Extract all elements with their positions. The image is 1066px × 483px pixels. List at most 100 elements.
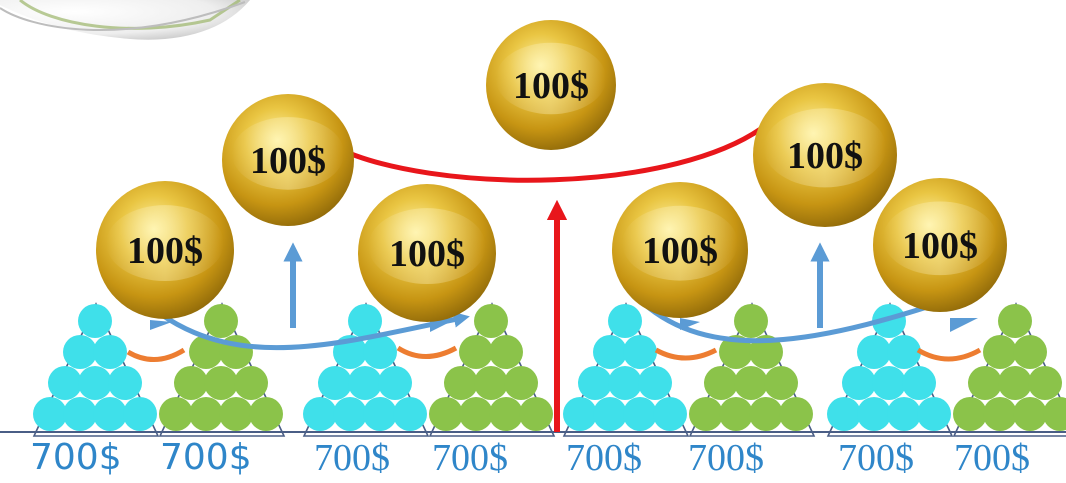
ball-green	[459, 397, 493, 431]
ball-green	[459, 335, 493, 369]
ball-green	[174, 366, 208, 400]
label-700-3: 700$	[314, 437, 390, 479]
coin-shine	[622, 205, 738, 281]
ball-green	[159, 397, 193, 431]
ball-green	[474, 304, 508, 338]
ball-green	[189, 335, 223, 369]
coin-mid-right: 100$	[753, 83, 897, 227]
ball-cyan	[593, 397, 627, 431]
ball-cyan	[638, 366, 672, 400]
ball-green	[474, 366, 508, 400]
pyramid-group-2	[302, 302, 556, 437]
ball-cyan	[593, 335, 627, 369]
orange-arcs	[126, 345, 982, 362]
orange-arc-1	[126, 347, 186, 362]
coin-low-3: 100$	[612, 182, 748, 318]
coin-label: 100$	[250, 140, 326, 182]
pyramid-group-3	[562, 302, 816, 437]
ball-cyan	[303, 397, 337, 431]
coin-shine	[495, 42, 607, 115]
ball-cyan	[393, 397, 427, 431]
ball-green	[719, 335, 753, 369]
label-700-6: 700$	[688, 437, 764, 479]
coin-label: 100$	[127, 230, 203, 272]
ball-green	[983, 335, 1017, 369]
label-700-4: 700$	[432, 437, 508, 479]
ball-cyan	[887, 397, 921, 431]
coin-label: 100$	[642, 230, 718, 272]
ball-green	[219, 397, 253, 431]
ball-cyan	[378, 366, 412, 400]
ball-green	[444, 366, 478, 400]
ball-green	[998, 366, 1032, 400]
pointer-1	[150, 320, 172, 330]
ball-cyan	[842, 366, 876, 400]
ball-cyan	[48, 366, 82, 400]
ball-cyan	[623, 335, 657, 369]
ball-green	[204, 304, 238, 338]
ball-cyan	[63, 397, 97, 431]
ball-cyan	[348, 304, 382, 338]
ball-cyan	[363, 335, 397, 369]
ball-green	[519, 397, 553, 431]
ball-cyan	[318, 366, 352, 400]
ball-green	[734, 366, 768, 400]
ball-cyan	[578, 366, 612, 400]
ball-green	[779, 397, 813, 431]
ball-cyan	[108, 366, 142, 400]
orange-arc-3	[654, 347, 718, 361]
coin-top-center: 100$	[486, 20, 616, 150]
ball-cyan	[33, 397, 67, 431]
coin-low-4: 100$	[873, 178, 1007, 312]
coin-low-1: 100$	[96, 181, 234, 319]
ball-cyan	[608, 366, 642, 400]
coin-label: 100$	[787, 135, 863, 177]
coin-label: 100$	[513, 65, 589, 107]
label-700-5: 700$	[566, 437, 642, 479]
ball-green	[234, 366, 268, 400]
ball-cyan	[857, 335, 891, 369]
coin-label: 100$	[389, 233, 465, 275]
ball-green	[704, 366, 738, 400]
ball-green	[953, 397, 987, 431]
ball-cyan	[623, 397, 657, 431]
red-connector	[331, 120, 772, 432]
coin-label: 100$	[902, 225, 978, 267]
pointer-2	[430, 318, 458, 332]
ball-green	[489, 397, 523, 431]
pointer-3	[680, 318, 700, 330]
ball-green	[189, 397, 223, 431]
coin-shine	[231, 117, 345, 190]
ball-green	[1013, 335, 1047, 369]
ball-cyan	[78, 304, 112, 338]
ball-cyan	[653, 397, 687, 431]
ball-cyan	[827, 397, 861, 431]
ball-green	[1013, 397, 1047, 431]
blue-arc-right	[626, 286, 979, 344]
label-700-1: 700$	[30, 437, 122, 478]
pointer-4	[950, 318, 978, 332]
blue-up-arrows	[283, 242, 830, 328]
blue-arc-pointers	[150, 318, 978, 332]
ball-cyan	[333, 397, 367, 431]
triangle-cyan-2	[302, 302, 430, 437]
ball-green	[968, 366, 1002, 400]
pyramid-groups	[32, 302, 1066, 437]
ball-cyan	[608, 304, 642, 338]
ball-green	[749, 335, 783, 369]
coins: 100$ 100$ 100$ 100$ 100$ 100$ 100$	[96, 20, 1007, 322]
ball-cyan	[887, 335, 921, 369]
ball-cyan	[93, 397, 127, 431]
label-700-2: 700$	[160, 437, 252, 478]
coin-shine	[368, 208, 486, 285]
ball-cyan	[857, 397, 891, 431]
coin-low-2: 100$	[358, 184, 496, 322]
ball-green	[429, 397, 463, 431]
ball-cyan	[93, 335, 127, 369]
triangle-green-3	[688, 302, 816, 437]
ball-green	[734, 304, 768, 338]
ball-cyan	[917, 397, 951, 431]
coin-shine	[106, 205, 224, 282]
ball-cyan	[63, 335, 97, 369]
